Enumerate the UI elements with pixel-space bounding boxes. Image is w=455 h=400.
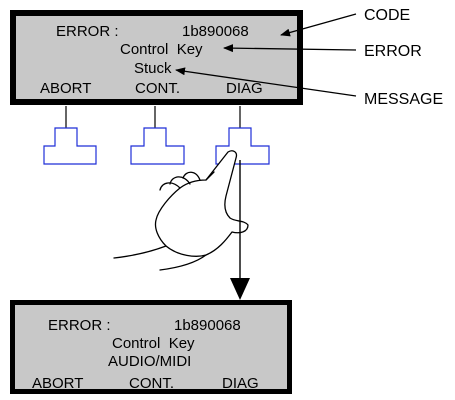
- bottom-softkey-abort: ABORT: [32, 375, 83, 392]
- top-display-screen: [16, 16, 297, 99]
- diag-softkey-button[interactable]: [215, 127, 270, 165]
- bottom-display-screen: [15, 305, 287, 389]
- hand-pointer-icon: [113, 150, 249, 271]
- callout-message-arrow: [175, 67, 357, 97]
- softkey-buttons: [43, 106, 270, 165]
- bottom-error-line: Control Key: [112, 335, 195, 352]
- bottom-softkey-diag: DIAG: [222, 375, 259, 392]
- callout-error-label: ERROR: [364, 43, 422, 60]
- bottom-error-label: ERROR :: [48, 317, 111, 334]
- callout-code-label: CODE: [364, 7, 410, 24]
- top-softkey-abort: ABORT: [40, 80, 91, 97]
- top-softkey-diag: DIAG: [226, 80, 263, 97]
- arrow-down-icon: [230, 160, 250, 300]
- top-display: ERROR : 1b890068 Control Key Stuck ABORT…: [10, 10, 303, 105]
- callout-message-label: MESSAGE: [364, 91, 443, 108]
- callouts: CODE ERROR MESSAGE: [175, 7, 443, 108]
- bottom-message-line: AUDIO/MIDI: [108, 353, 191, 370]
- callout-error-arrow: [223, 44, 357, 53]
- top-error-line: Control Key: [120, 41, 203, 58]
- callout-code-arrow: [280, 13, 357, 37]
- top-error-label: ERROR :: [56, 23, 119, 40]
- top-softkey-cont: CONT.: [135, 80, 180, 97]
- top-error-code: 1b890068: [182, 23, 249, 40]
- bottom-softkey-cont: CONT.: [129, 375, 174, 392]
- cont-softkey-button[interactable]: [130, 127, 185, 165]
- abort-softkey-button[interactable]: [43, 127, 97, 165]
- top-message-line: Stuck: [134, 60, 172, 77]
- bottom-display: ERROR : 1b890068 Control Key AUDIO/MIDI …: [10, 300, 292, 394]
- bottom-error-code: 1b890068: [174, 317, 241, 334]
